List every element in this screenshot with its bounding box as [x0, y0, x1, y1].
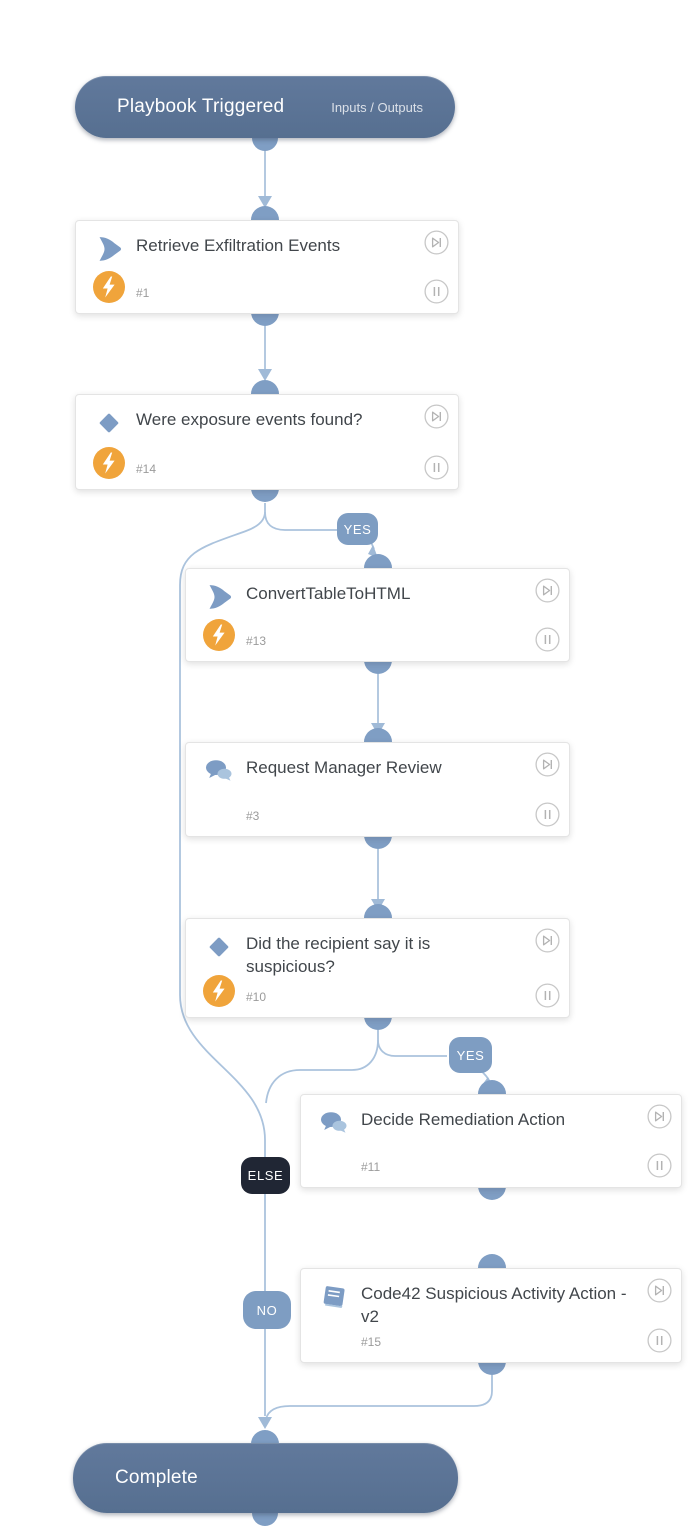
edge-label-yes: YES [337, 513, 378, 545]
playbook-triggered-node[interactable]: Playbook Triggered Inputs / Outputs [75, 76, 455, 138]
start-node-title: Playbook Triggered [117, 96, 285, 117]
quick-action-icon [202, 974, 236, 1008]
task-node-retrieve-exfiltration-events[interactable]: Retrieve Exfiltration Events #1 [75, 220, 459, 314]
task-title: Retrieve Exfiltration Events [136, 236, 341, 255]
task-id: #14 [136, 462, 157, 476]
chat-bubbles-icon [204, 758, 234, 784]
playbook-book-icon [319, 1284, 349, 1310]
pause-icon [647, 1328, 672, 1353]
end-node-title: Complete [115, 1467, 198, 1488]
quick-action-icon [92, 446, 126, 480]
edge-label-yes: YES [449, 1037, 492, 1073]
condition-node-were-exposure-events-found[interactable]: Were exposure events found? #14 [75, 394, 459, 490]
task-node-decide-remediation-action[interactable]: Decide Remediation Action #11 [300, 1094, 682, 1188]
skip-forward-icon [535, 578, 560, 603]
skip-forward-button[interactable] [424, 230, 449, 255]
skip-forward-button[interactable] [535, 928, 560, 953]
skip-forward-icon [424, 230, 449, 255]
skip-forward-button[interactable] [647, 1278, 672, 1303]
task-id: #10 [246, 990, 267, 1004]
skip-forward-icon [535, 752, 560, 777]
complete-node[interactable]: Complete [73, 1443, 458, 1513]
script-chevron-icon [204, 584, 234, 610]
skip-forward-icon [647, 1104, 672, 1129]
quick-action-icon [92, 270, 126, 304]
skip-forward-icon [535, 928, 560, 953]
skip-forward-button[interactable] [535, 578, 560, 603]
pause-icon [424, 279, 449, 304]
pause-button[interactable] [535, 983, 560, 1008]
chat-bubbles-icon [319, 1110, 349, 1136]
condition-diamond-icon [94, 410, 124, 436]
task-node-converttabletohtml[interactable]: ConvertTableToHTML #13 [185, 568, 570, 662]
task-title: Request Manager Review [246, 758, 442, 777]
task-id: #13 [246, 634, 267, 648]
script-chevron-icon [94, 236, 124, 262]
pause-button[interactable] [647, 1153, 672, 1178]
condition-node-did-the-recipient-say-it-is-suspicious[interactable]: Did the recipient say it is suspicious? … [185, 918, 570, 1018]
pause-icon [424, 455, 449, 480]
skip-forward-button[interactable] [535, 752, 560, 777]
pause-button[interactable] [424, 455, 449, 480]
skip-forward-button[interactable] [647, 1104, 672, 1129]
task-id: #3 [246, 809, 260, 823]
quick-action-icon [202, 618, 236, 652]
pause-icon [535, 802, 560, 827]
edge-label-else: ELSE [241, 1157, 290, 1194]
skip-forward-button[interactable] [424, 404, 449, 429]
pause-icon [647, 1153, 672, 1178]
task-title: ConvertTableToHTML [246, 584, 411, 603]
task-title: Were exposure events found? [136, 410, 363, 429]
inputs-outputs-link[interactable]: Inputs / Outputs [331, 99, 423, 115]
pause-button[interactable] [535, 627, 560, 652]
skip-forward-icon [424, 404, 449, 429]
condition-diamond-icon [204, 934, 234, 960]
edge-label-no: NO [243, 1291, 291, 1329]
task-id: #15 [361, 1335, 382, 1349]
pause-icon [535, 627, 560, 652]
pause-button[interactable] [424, 279, 449, 304]
pause-icon [535, 983, 560, 1008]
task-node-request-manager-review[interactable]: Request Manager Review #3 [185, 742, 570, 837]
pause-button[interactable] [535, 802, 560, 827]
task-id: #1 [136, 286, 150, 300]
subplaybook-node-code42-suspicious-activity-action-v2[interactable]: Code42 Suspicious Activity Action - v2 #… [300, 1268, 682, 1363]
task-title: Did the recipient say it is suspicious? [246, 934, 431, 977]
skip-forward-icon [647, 1278, 672, 1303]
pause-button[interactable] [647, 1328, 672, 1353]
task-title: Decide Remediation Action [361, 1110, 566, 1129]
task-id: #11 [361, 1160, 381, 1174]
task-title: Code42 Suspicious Activity Action - v2 [361, 1284, 627, 1327]
